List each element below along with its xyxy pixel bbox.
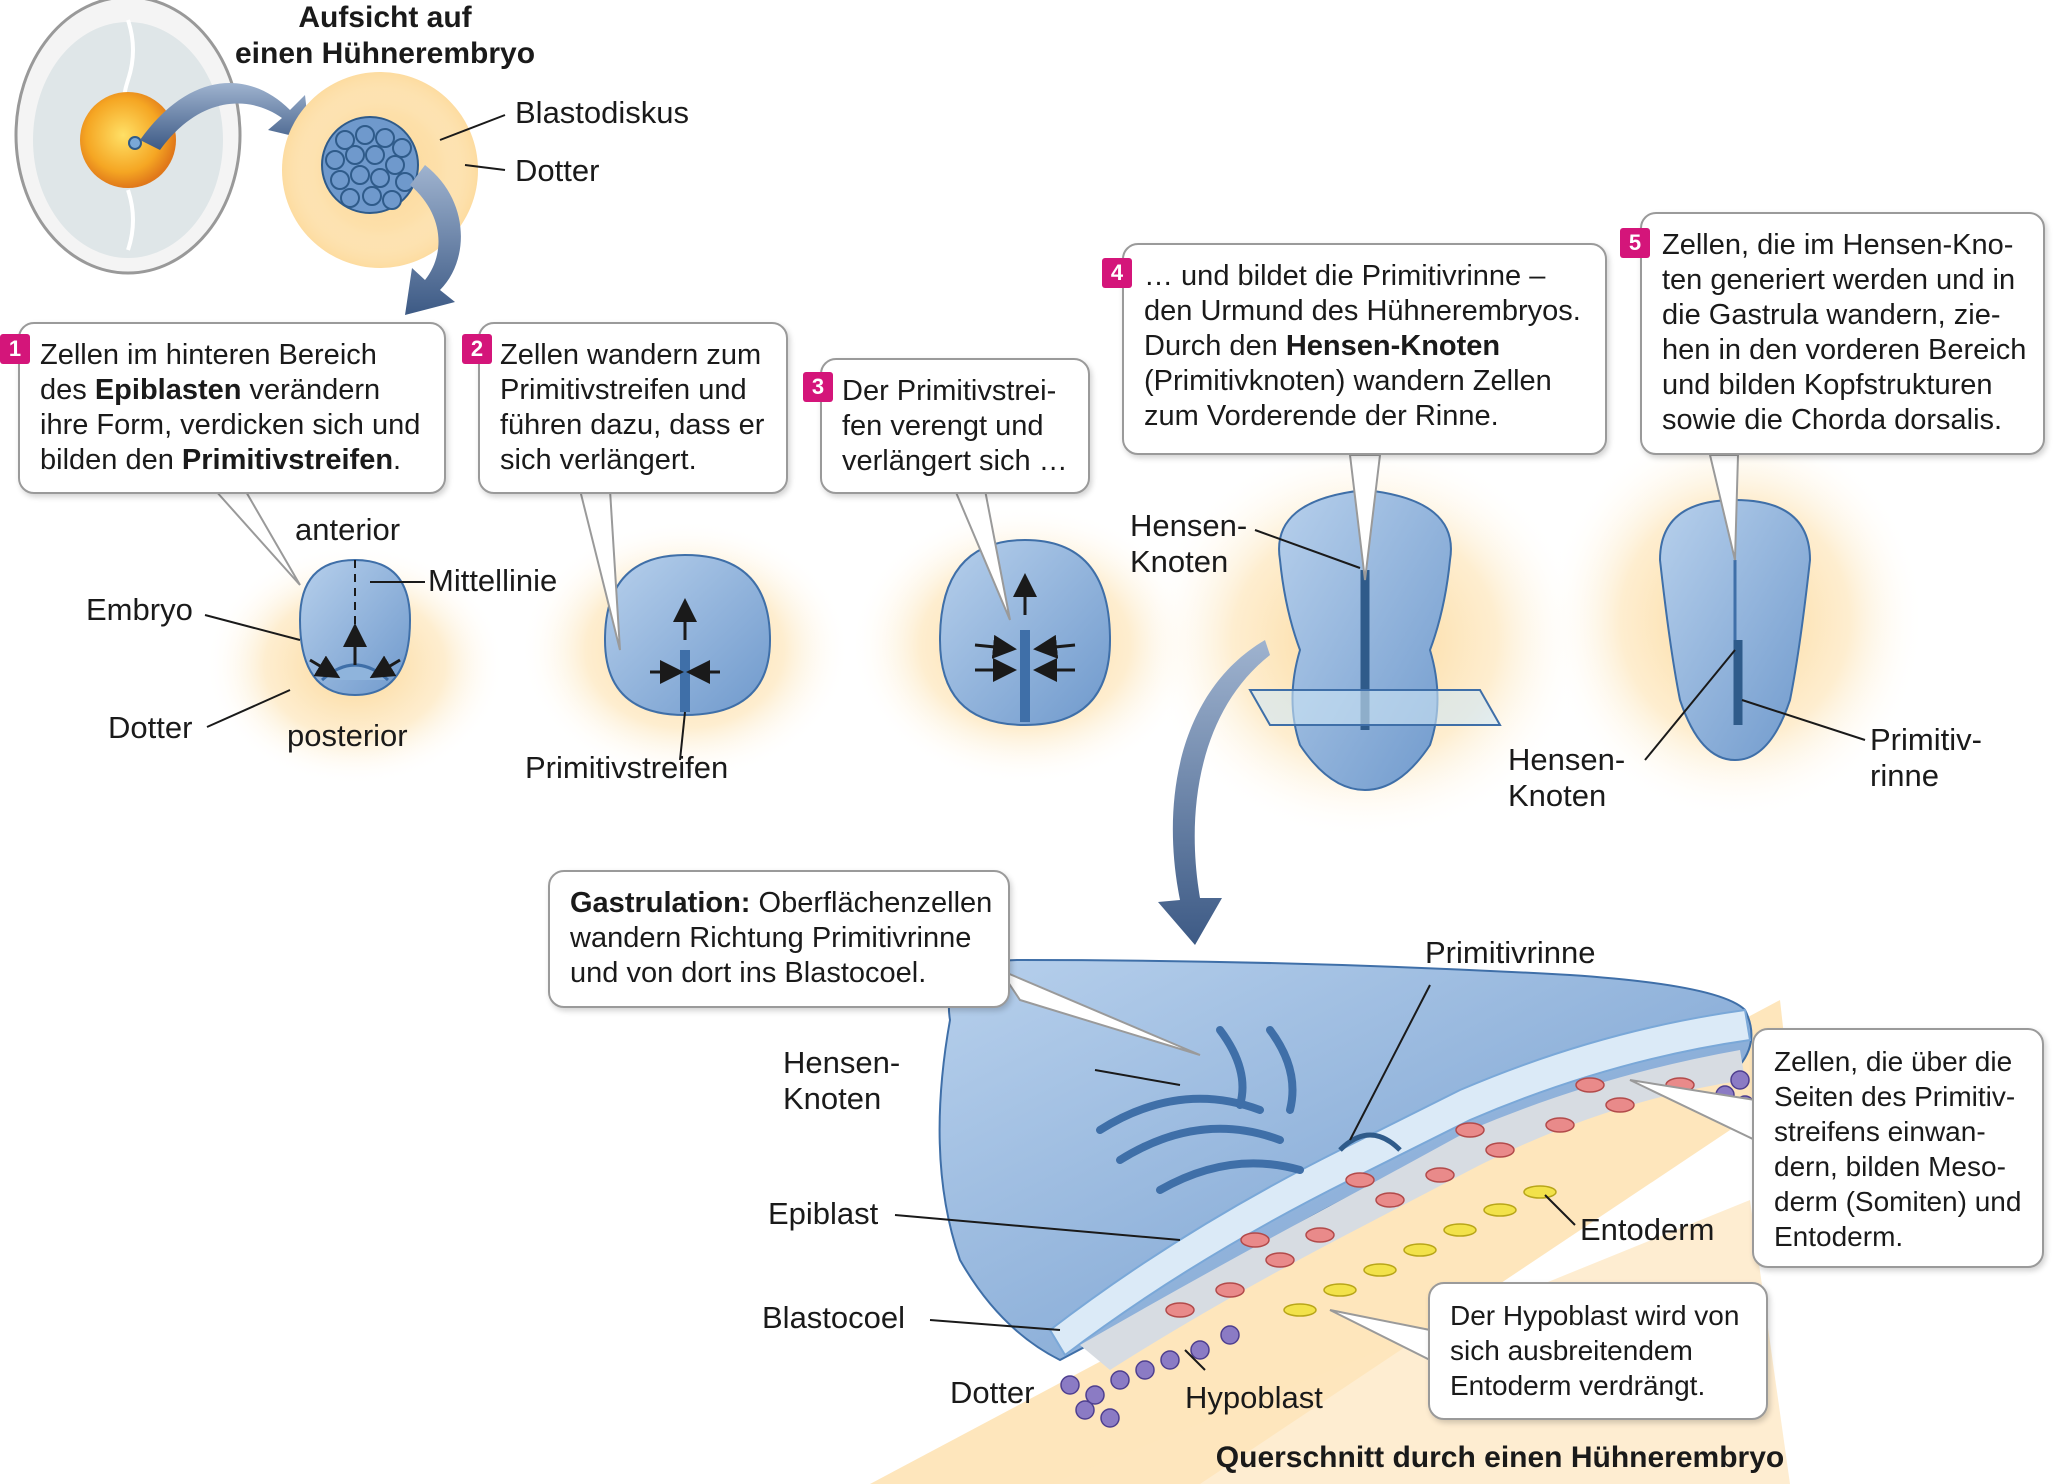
step-1-text-2b: Epiblasten xyxy=(94,374,242,406)
step-4-text-2: den Urmund des Hühnerembryos. xyxy=(1144,295,1581,327)
egg-illustration xyxy=(14,0,242,275)
label-posterior: posterior xyxy=(287,718,408,753)
step-4-number: 4 xyxy=(1102,258,1132,288)
step-1-text-4c: . xyxy=(393,444,402,476)
step-5-text-5: und bilden Kopfstrukturen xyxy=(1662,369,1993,401)
label-hensen-5-line-1: Hensen- xyxy=(1508,742,1626,777)
section-plane xyxy=(1248,689,1502,726)
step-2-text-4: sich verlängert. xyxy=(500,444,697,476)
gastrulation-text-2: wandern Richtung Primitivrinne xyxy=(570,922,972,954)
top-title-line-1: Aufsicht auf xyxy=(298,1,472,34)
step-5-callout: Zellen, die im Hensen-Kno- ten generiert… xyxy=(1640,212,2045,455)
arrow-to-cross-section xyxy=(1158,640,1270,945)
hypoblast-text-1: Der Hypoblast wird von xyxy=(1450,1300,1740,1331)
label-primitivrinne-5-line-1: Primitiv- xyxy=(1870,722,1982,757)
label-hypoblast: Hypoblast xyxy=(1185,1380,1323,1415)
label-dotter-stage1: Dotter xyxy=(108,710,193,745)
step-2-text-3: führen dazu, dass er xyxy=(500,409,765,441)
step-4-text-3b: Hensen-Knoten xyxy=(1285,330,1501,362)
hypoblast-text-3: Entoderm verdrängt. xyxy=(1450,1370,1706,1401)
mesoderm-text-2: Seiten des Primitiv- xyxy=(1774,1081,2016,1112)
step-2-number: 2 xyxy=(462,334,492,364)
label-hensen-cross-line-1: Hensen- xyxy=(783,1045,901,1080)
step-5-text-6: sowie die Chorda dorsalis. xyxy=(1662,404,2003,436)
step-1-text-1: Zellen im hinteren Bereich xyxy=(40,339,377,371)
label-primitivrinne-5: Primitiv- rinne xyxy=(1870,722,1982,794)
mesoderm-text-3: streifens einwan- xyxy=(1774,1116,1986,1147)
step-1-number: 1 xyxy=(0,334,30,364)
step-2-text-2: Primitivstreifen und xyxy=(500,374,747,406)
label-dotter-cross: Dotter xyxy=(950,1375,1035,1410)
step-5-text-2: ten generiert werden und in xyxy=(1662,264,2016,296)
cross-section-title: Querschnitt durch einen Hühnerembryo xyxy=(1215,1441,1785,1474)
step-1-text-3: ihre Form, verdicken sich und xyxy=(40,409,421,441)
step-5-text-1: Zellen, die im Hensen-Kno- xyxy=(1662,229,2014,261)
label-hensen-5-line-2: Knoten xyxy=(1508,778,1607,813)
label-hensen-4-line-1: Hensen- xyxy=(1130,508,1248,543)
step-3-text-3: verlängert sich … xyxy=(842,445,1068,477)
hypoblast-callout: Der Hypoblast wird von sich ausbreitende… xyxy=(1428,1282,1768,1420)
step-4-text-4: (Primitivknoten) wandern Zellen xyxy=(1144,365,1552,397)
blastodisk-illustration xyxy=(282,72,478,268)
top-title-line-2: einen Hühnerembryo xyxy=(234,37,536,70)
mesoderm-text-6: Entoderm. xyxy=(1774,1221,1904,1252)
step-2-text-1: Zellen wandern zum xyxy=(500,339,762,371)
step-4-callout: … und bildet die Primitivrinne – den Urm… xyxy=(1122,243,1607,455)
step-1-callout: Zellen im hinteren Bereich des Epiblaste… xyxy=(18,322,446,494)
top-title: Aufsicht auf einen Hühnerembryo xyxy=(215,0,555,72)
mesoderm-text-1: Zellen, die über die xyxy=(1774,1046,2013,1077)
step-1-text-2a: des xyxy=(40,374,95,406)
step-3-number: 3 xyxy=(803,372,833,402)
hypoblast-text-2: sich ausbreitendem xyxy=(1450,1335,1693,1366)
mesoderm-text-4: dern, bilden Meso- xyxy=(1774,1151,2006,1182)
label-hensen-knoten-cross: Hensen- Knoten xyxy=(783,1045,900,1117)
step-3-callout: Der Primitivstrei- fen verengt und verlä… xyxy=(820,358,1090,494)
gastrulation-text-1: Oberflächenzellen xyxy=(750,887,993,919)
label-dotter-top: Dotter xyxy=(515,153,600,188)
label-mittellinie: Mittellinie xyxy=(428,563,558,598)
step-4-text-1: … und bildet die Primitivrinne – xyxy=(1144,260,1546,292)
arrow-egg-to-disk xyxy=(140,82,310,150)
step-3-text-2: fen verengt und xyxy=(842,410,1044,442)
step-5-text-4: hen in den vorderen Bereich xyxy=(1662,334,2027,366)
mesoderm-callout: Zellen, die über die Seiten des Primitiv… xyxy=(1752,1028,2044,1268)
step-2-callout: Zellen wandern zum Primitivstreifen und … xyxy=(478,322,788,494)
callout-pointers xyxy=(212,454,1756,1362)
step-5-number: 5 xyxy=(1620,228,1650,258)
label-primitivrinne: Primitivrinne xyxy=(1425,935,1596,970)
gastrulation-bold: Gastrulation: xyxy=(570,887,751,919)
label-entoderm: Entoderm xyxy=(1580,1212,1715,1247)
label-hensen-knoten-5: Hensen- Knoten xyxy=(1508,742,1625,814)
step-1-text-4b: Primitivstreifen xyxy=(181,444,394,476)
label-anterior: anterior xyxy=(295,512,401,547)
label-primitivrinne-5-line-2: rinne xyxy=(1870,758,1939,793)
label-hensen-4-line-2: Knoten xyxy=(1130,544,1229,579)
embryo-stage-1 xyxy=(205,545,505,785)
embryo-stage-3 xyxy=(850,505,1200,785)
step-4-text-3a: Durch den xyxy=(1144,330,1286,362)
embryo-stage-2 xyxy=(520,520,850,780)
label-epiblast: Epiblast xyxy=(768,1196,879,1231)
leader-lines xyxy=(204,114,1866,1371)
label-blastocoel: Blastocoel xyxy=(762,1300,906,1335)
step-3-text-1: Der Primitivstrei- xyxy=(842,375,1057,407)
label-primitivstreifen: Primitivstreifen xyxy=(525,750,729,785)
label-blastodiskus: Blastodiskus xyxy=(515,95,690,130)
label-hensen-cross-line-2: Knoten xyxy=(783,1081,882,1116)
step-4-text-5: zum Vorderende der Rinne. xyxy=(1144,400,1499,432)
label-embryo: Embryo xyxy=(86,592,193,627)
step-1-text-4a: bilden den xyxy=(40,444,182,476)
arrow-disk-to-step1 xyxy=(405,165,461,315)
embryo-stage-4 xyxy=(1145,440,1585,840)
label-hensen-knoten-4: Hensen- Knoten xyxy=(1130,508,1247,580)
gastrulation-text-3: und von dort ins Blastocoel. xyxy=(570,957,927,989)
step-5-text-3: die Gastrula wandern, zie- xyxy=(1662,299,2001,331)
mesoderm-text-5: derm (Somiten) und xyxy=(1774,1186,2022,1217)
step-1-text-2c: verändern xyxy=(241,374,381,406)
gastrulation-callout: Gastrulation: Oberflächenzellen wandern … xyxy=(548,870,1010,1008)
